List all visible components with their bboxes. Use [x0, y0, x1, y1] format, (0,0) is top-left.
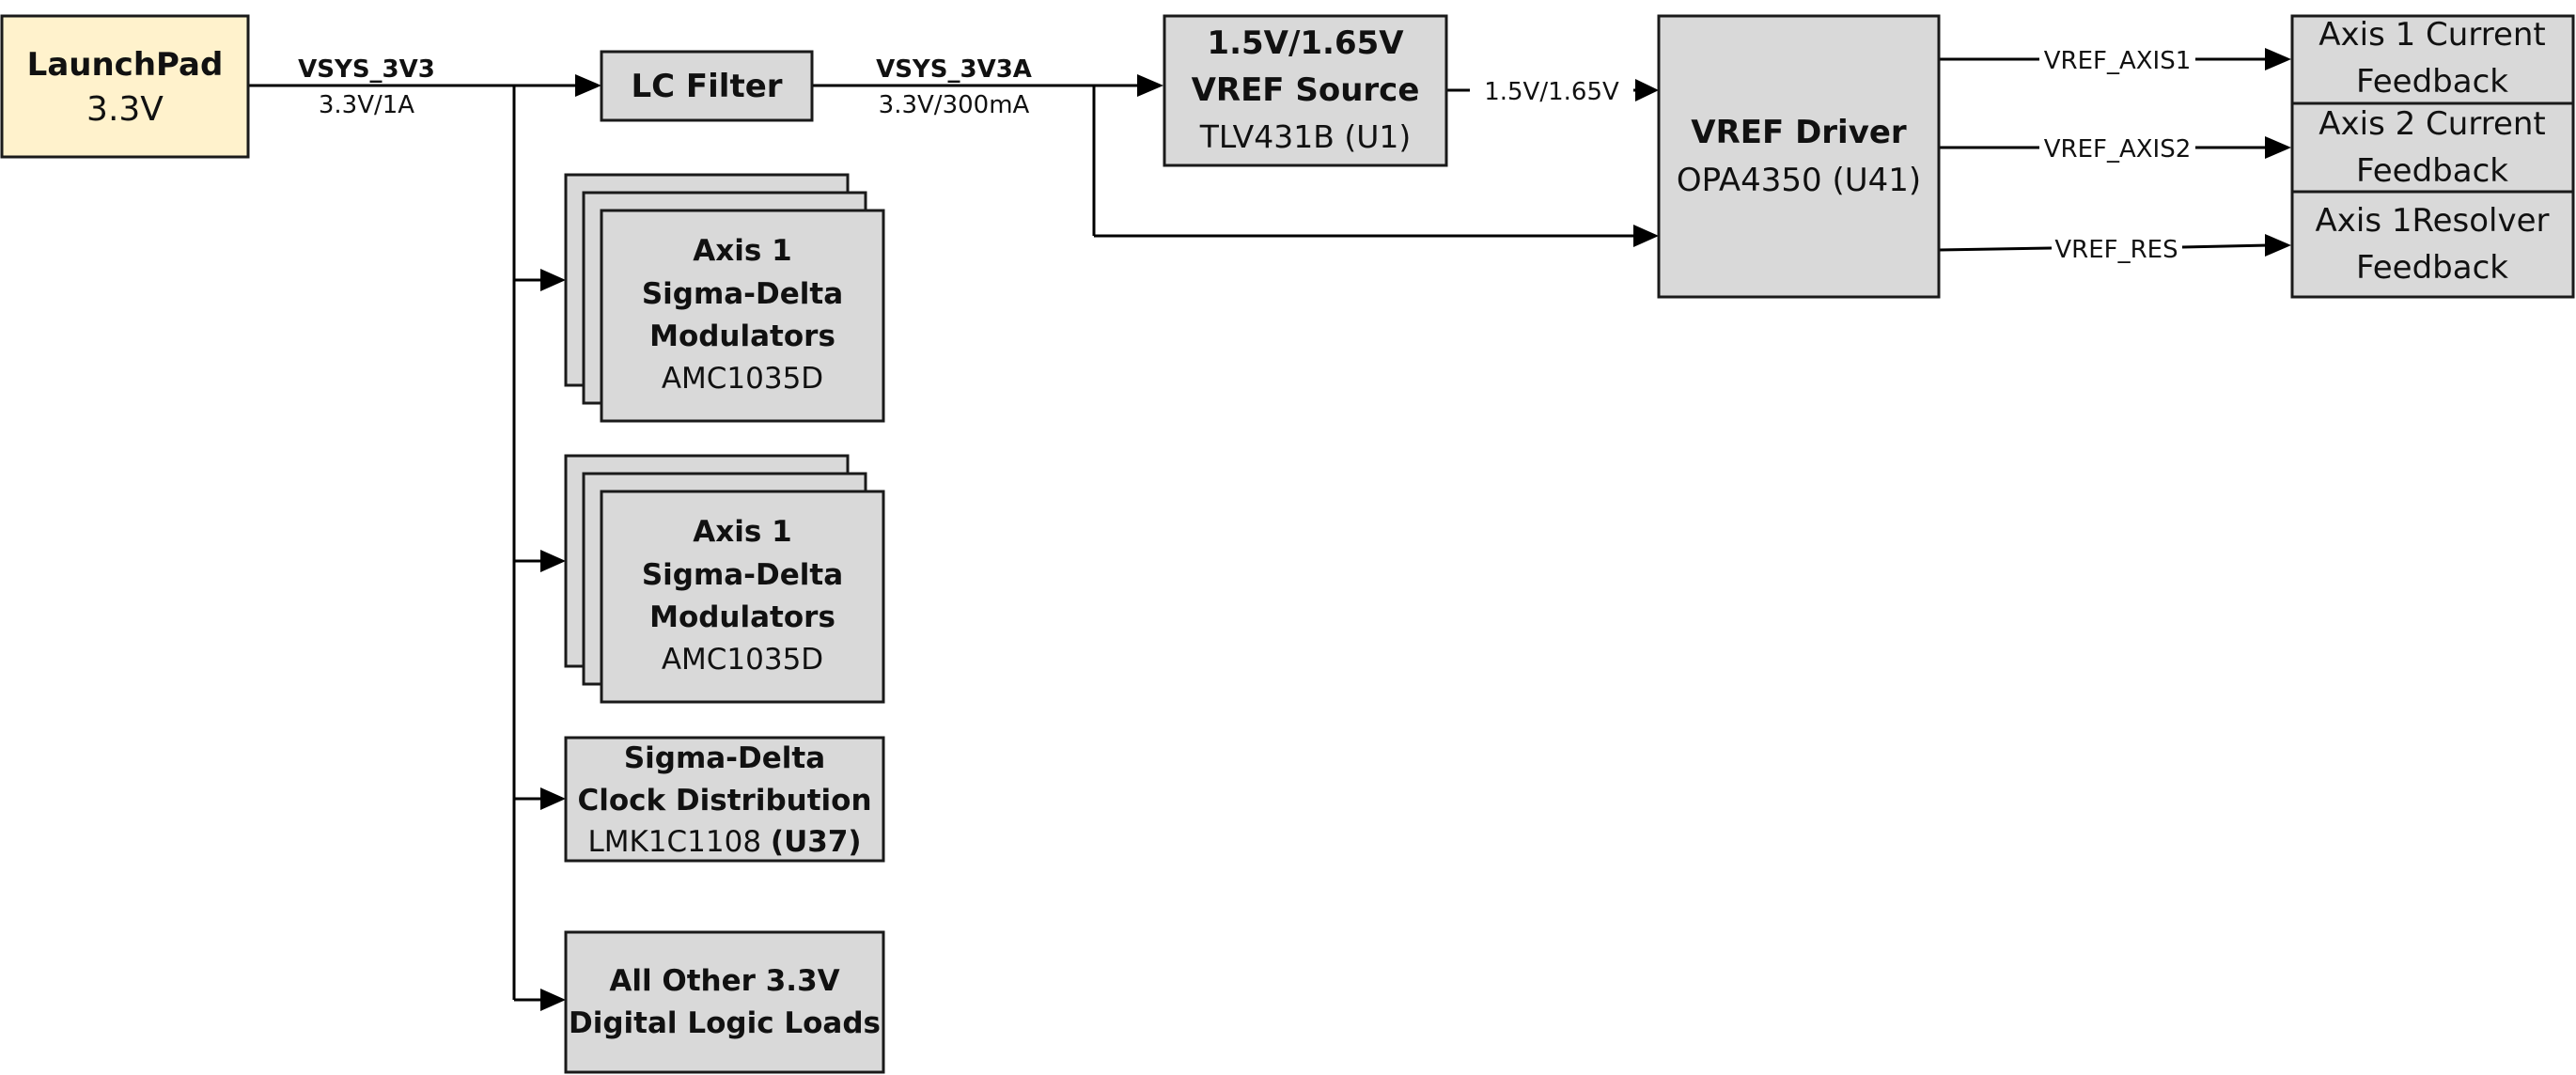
output-res-line2: Feedback — [2356, 249, 2508, 287]
wire-out-res-a — [1938, 246, 2053, 252]
arrowheads — [540, 48, 2291, 1011]
arrow-out-axis2 — [2265, 136, 2291, 159]
arrow-driver-supply — [1633, 225, 1659, 247]
rail2-name: VSYS_3V3A — [876, 55, 1032, 84]
arrow-out-axis1 — [2265, 48, 2291, 70]
output-axis2-line2: Feedback — [2356, 152, 2508, 190]
vref-source-line2: VREF Source — [1192, 71, 1420, 109]
vref-driver-part: OPA4350 (U41) — [1677, 162, 1921, 199]
other-loads-line1: All Other 3.3V — [609, 964, 839, 998]
clock-line1: Sigma-Delta — [624, 741, 825, 775]
output-block-resolver: Axis 1Resolver Feedback — [2290, 190, 2575, 299]
clock-ref: (U37) — [771, 825, 862, 859]
clock-line2: Clock Distribution — [577, 784, 871, 818]
arrow-vref-source — [1137, 74, 1163, 97]
modulator-1-line1: Axis 1 — [693, 234, 791, 268]
clock-part: LMK1C1108 — [587, 825, 761, 859]
wire-out-res-b — [2181, 243, 2270, 249]
modulator-2-part: AMC1035D — [662, 643, 823, 677]
launchpad-title: LaunchPad — [27, 46, 224, 84]
clock-block: Sigma-Delta Clock Distribution LMK1C1108… — [564, 736, 885, 863]
lc-filter-title: LC Filter — [631, 68, 782, 105]
vref-source-part: TLV431B (U1) — [1199, 118, 1412, 155]
net-label-res: VREF_RES — [2054, 236, 2178, 264]
output-axis2-line1: Axis 2 Current — [2318, 105, 2546, 143]
rail2-rating: 3.3V/300mA — [879, 91, 1030, 119]
modulator-stack-2: Axis 1 Sigma-Delta Modulators AMC1035D — [564, 454, 885, 704]
vref-source-block: 1.5V/1.65V VREF Source TLV431B (U1) — [1163, 14, 1448, 167]
output-axis1-line1: Axis 1 Current — [2318, 16, 2546, 54]
other-loads-line2: Digital Logic Loads — [569, 1006, 881, 1040]
modulator-2-line2: Sigma-Delta — [642, 558, 843, 592]
wires — [248, 57, 2270, 1002]
vref-driver-block: VREF Driver OPA4350 (U41) — [1657, 14, 1941, 299]
output-axis1-line2: Feedback — [2356, 63, 2508, 101]
other-loads-block: All Other 3.3V Digital Logic Loads — [564, 930, 885, 1074]
clock-part-line: LMK1C1108 (U37) — [587, 825, 861, 859]
vref-source-line1: 1.5V/1.65V — [1207, 24, 1404, 62]
modulator-1-line2: Sigma-Delta — [642, 277, 843, 311]
modulator-2-line1: Axis 1 — [693, 515, 791, 549]
arrow-clock — [540, 787, 566, 810]
output-block-axis2: Axis 2 Current Feedback — [2290, 101, 2575, 194]
arrow-modulator-1 — [540, 269, 566, 291]
modulator-1-line3: Modulators — [649, 319, 835, 353]
net-label-axis2: VREF_AXIS2 — [2044, 135, 2192, 164]
launchpad-block: LaunchPad 3.3V — [0, 14, 250, 159]
arrow-lc-filter — [575, 74, 601, 97]
modulator-stack-1: Axis 1 Sigma-Delta Modulators AMC1035D — [564, 173, 885, 423]
vref-driver-title: VREF Driver — [1691, 114, 1907, 151]
output-res-line1: Axis 1Resolver — [2316, 202, 2550, 240]
rail1-rating: 3.3V/1A — [319, 91, 414, 119]
arrow-driver-ref — [1635, 79, 1659, 101]
lc-filter-block: LC Filter — [600, 50, 814, 122]
arrow-modulator-2 — [540, 550, 566, 572]
net-label-axis1: VREF_AXIS1 — [2044, 47, 2192, 75]
modulator-1-part: AMC1035D — [662, 362, 823, 396]
arrow-other-loads — [540, 989, 566, 1011]
modulator-2-line3: Modulators — [649, 600, 835, 634]
arrow-out-res — [2265, 234, 2291, 257]
launchpad-voltage: 3.3V — [86, 90, 164, 129]
rail1-name: VSYS_3V3 — [298, 55, 435, 84]
output-block-axis1: Axis 1 Current Feedback — [2290, 14, 2575, 105]
vref-link-label: 1.5V/1.65V — [1484, 78, 1619, 106]
